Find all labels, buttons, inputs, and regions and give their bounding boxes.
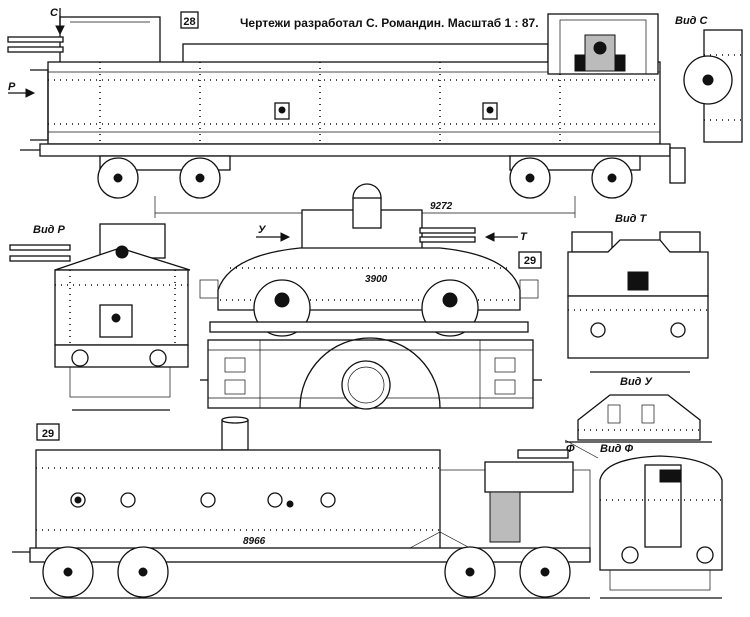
arrow-label-f: Ф <box>566 443 575 455</box>
chimney <box>221 419 249 451</box>
figure-number-1: 28 <box>183 16 195 28</box>
gun-barrel-lower <box>7 46 64 53</box>
view-label-p: Вид Р <box>33 224 66 236</box>
side-view-car-bottom: 29 Ф 8966 <box>12 416 599 599</box>
side-view-car-28: С Р 9272 <box>7 7 686 218</box>
end-view-t: Вид Т <box>567 213 709 373</box>
figure-number-2: 29 <box>524 255 536 267</box>
turret-left <box>59 16 161 64</box>
bottom-gun-mount <box>484 461 574 493</box>
dimension-9272: 9272 <box>430 201 453 212</box>
end-view-u-body <box>577 394 701 441</box>
plan-view-car-29 <box>200 337 542 410</box>
end-view-t-body <box>567 295 709 359</box>
figure-number-box-2 <box>518 251 542 269</box>
gun-barrel-upper <box>7 36 64 43</box>
underframe <box>39 143 671 157</box>
roof-box <box>182 43 549 65</box>
figure-number-3: 29 <box>42 428 54 440</box>
drawing-title: Чертежи разработал С. Романдин. Масштаб … <box>240 16 539 30</box>
plan-view-turret <box>341 360 391 410</box>
figure-number-box-1 <box>180 11 199 29</box>
side-view-car-29: У Т 3900 29 <box>199 183 542 337</box>
dimension-8966: 8966 <box>243 536 266 547</box>
end-view-f: Вид Ф <box>599 443 723 599</box>
end-view-t-hatch <box>627 271 649 291</box>
arrow-label-p: Р <box>8 81 16 93</box>
view-label-u: Вид У <box>620 376 654 388</box>
end-view-c: Вид С <box>675 15 743 143</box>
figure-number-box-3 <box>36 423 60 441</box>
bottom-car-body <box>35 449 441 551</box>
arrow-label-t: Т <box>520 231 528 243</box>
view-label-t: Вид Т <box>615 213 648 225</box>
arrow-label-u: У <box>258 224 267 236</box>
bottom-underframe <box>29 547 591 563</box>
end-view-u: Вид У <box>565 376 712 443</box>
end-view-p: Вид Р <box>9 223 191 411</box>
view-label-c: Вид С <box>675 15 709 27</box>
view-label-f: Вид Ф <box>600 443 634 455</box>
arrow-label-c: С <box>50 7 59 19</box>
dimension-3900: 3900 <box>365 274 388 285</box>
